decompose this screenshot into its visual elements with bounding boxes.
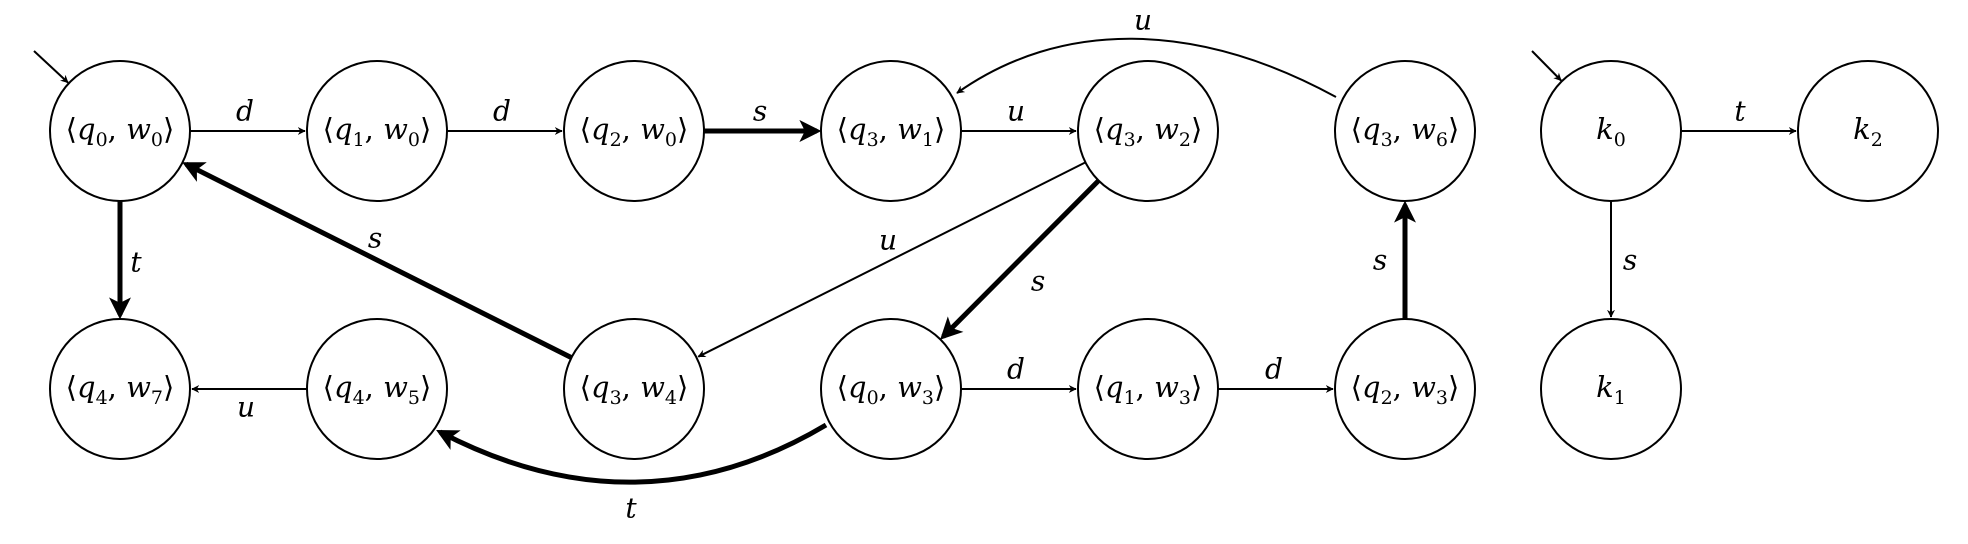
node-label-q3w2: ⟨q3, w2⟩	[1094, 112, 1203, 151]
edge-q3w6-q3w1	[956, 37, 1337, 98]
node-circle-q3w2	[1077, 60, 1219, 202]
node-label-q0w3: ⟨q0, w3⟩	[837, 370, 946, 409]
node-label-q3w1: ⟨q3, w1⟩	[837, 112, 946, 151]
node-circle-q3w6	[1334, 60, 1476, 202]
edge-label-q3w2-q0w3: s	[1031, 265, 1045, 298]
edge-label-q2w3-q3w6: s	[1373, 244, 1387, 277]
edges-layer: d d s u u t s u s u t d d s t s	[33, 4, 1797, 525]
node-q3w6: ⟨q3, w6⟩	[1334, 60, 1476, 202]
node-circle-q0w3	[820, 318, 962, 460]
node-circle-k1	[1540, 318, 1682, 460]
node-circle-q2w0	[563, 60, 705, 202]
edge-label-q3w1-q3w2: u	[1007, 95, 1025, 128]
node-label-q1w3: ⟨q1, w3⟩	[1094, 370, 1203, 409]
nodes-layer: ⟨q0, w0⟩ ⟨q1, w0⟩ ⟨q2, w0⟩ ⟨q3, w1⟩ ⟨q3, w2⟩…	[49, 60, 1939, 460]
edge-label-k0-k2: t	[1734, 95, 1746, 128]
node-q1w3: ⟨q1, w3⟩	[1077, 318, 1219, 460]
edge-label-q3w4-q0w0: s	[368, 222, 382, 255]
node-circle-k2	[1797, 60, 1939, 202]
node-q3w4: ⟨q3, w4⟩	[563, 318, 705, 460]
edge-label-q3w6-q3w1: u	[1134, 4, 1152, 37]
node-circle-q3w4	[563, 318, 705, 460]
node-circle-q4w7	[49, 318, 191, 460]
node-label-q3w6: ⟨q3, w6⟩	[1351, 112, 1460, 151]
node-q3w1: ⟨q3, w1⟩	[820, 60, 962, 202]
node-q4w7: ⟨q4, w7⟩	[49, 318, 191, 460]
node-label-k1: k1	[1596, 370, 1626, 409]
edge-q3w2-q3w4	[697, 161, 1086, 358]
node-label-q2w0: ⟨q2, w0⟩	[580, 112, 689, 151]
edge-label-q3w2-q3w4: u	[879, 224, 897, 257]
node-label-q2w3: ⟨q2, w3⟩	[1351, 370, 1460, 409]
edge-q0w3-q4w5	[436, 422, 828, 485]
edge-label-q0w3-q1w3: d	[1007, 353, 1025, 386]
node-k1: k1	[1540, 318, 1682, 460]
initial-arrow-k0	[1531, 50, 1562, 82]
edge-q3w4-q0w0	[182, 161, 573, 360]
node-label-q3w4: ⟨q3, w4⟩	[580, 370, 689, 409]
node-k2: k2	[1797, 60, 1939, 202]
node-k0: k0	[1540, 60, 1682, 202]
node-circle-q2w3	[1334, 318, 1476, 460]
node-q0w0: ⟨q0, w0⟩	[49, 60, 191, 202]
edge-label-q0w0-q1w0: d	[236, 95, 254, 128]
node-circle-q0w0	[49, 60, 191, 202]
node-circle-q1w0	[306, 60, 448, 202]
node-q2w0: ⟨q2, w0⟩	[563, 60, 705, 202]
node-circle-q3w1	[820, 60, 962, 202]
edge-label-q4w5-q4w7: u	[237, 391, 255, 424]
node-q4w5: ⟨q4, w5⟩	[306, 318, 448, 460]
node-circle-q4w5	[306, 318, 448, 460]
node-q0w3: ⟨q0, w3⟩	[820, 318, 962, 460]
edge-label-k0-k1: s	[1623, 244, 1637, 277]
edge-label-q1w3-q2w3: d	[1265, 353, 1283, 386]
edge-label-q1w0-q2w0: d	[493, 95, 511, 128]
edge-label-q0w0-q4w7: t	[130, 246, 142, 279]
node-q3w2: ⟨q3, w2⟩	[1077, 60, 1219, 202]
node-q2w3: ⟨q2, w3⟩	[1334, 318, 1476, 460]
edge-label-q0w3-q4w5: t	[625, 492, 637, 525]
node-label-k2: k2	[1853, 112, 1883, 151]
node-label-q1w0: ⟨q1, w0⟩	[323, 112, 432, 151]
edge-q3w2-q0w3	[940, 178, 1101, 340]
node-label-q4w7: ⟨q4, w7⟩	[66, 370, 175, 409]
node-label-k0: k0	[1596, 112, 1626, 151]
node-label-q0w0: ⟨q0, w0⟩	[66, 112, 175, 151]
edge-label-q2w0-q3w1: s	[753, 95, 767, 128]
initial-arrow-q0w0	[33, 50, 69, 84]
node-circle-q1w3	[1077, 318, 1219, 460]
node-q1w0: ⟨q1, w0⟩	[306, 60, 448, 202]
node-circle-k0	[1540, 60, 1682, 202]
node-label-q4w5: ⟨q4, w5⟩	[323, 370, 432, 409]
